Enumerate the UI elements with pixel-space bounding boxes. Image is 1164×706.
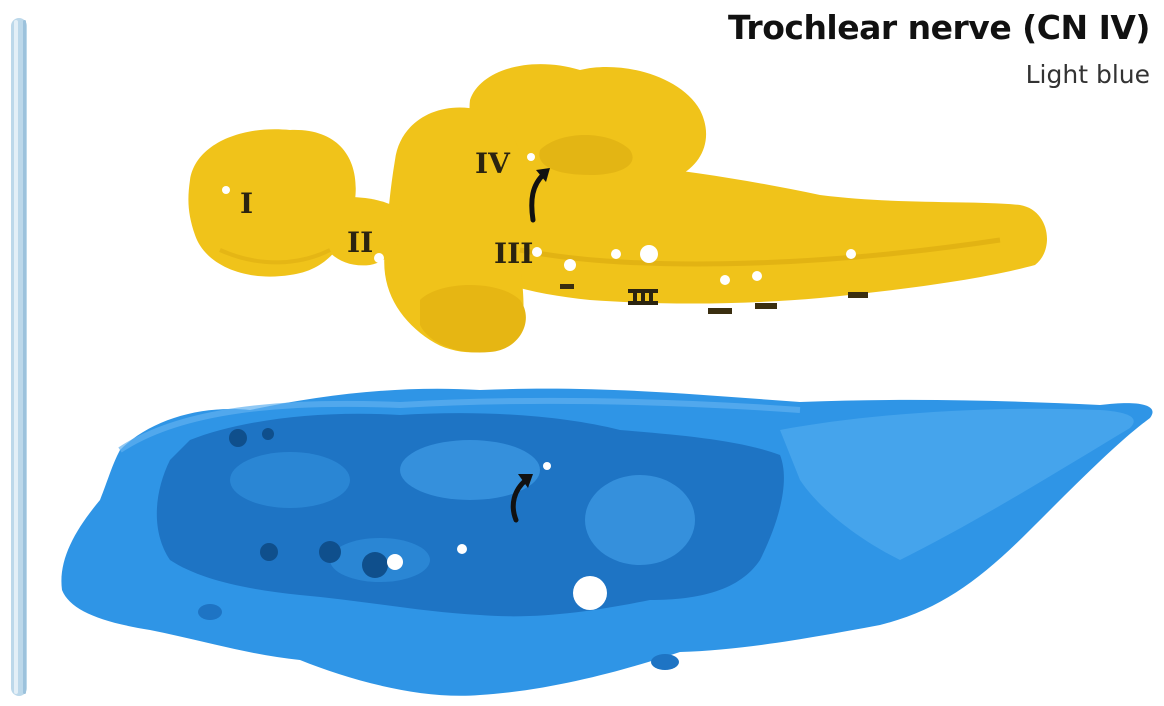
skull-model <box>61 389 1152 696</box>
cn-label-olfactory: I <box>240 187 253 220</box>
nerve-strand <box>11 18 27 696</box>
brain-model <box>188 64 1047 352</box>
cn-label-optic: II <box>347 226 373 259</box>
cn-label-trochlear: IV <box>475 147 511 180</box>
cn-label-oculomotor: III <box>494 237 533 270</box>
